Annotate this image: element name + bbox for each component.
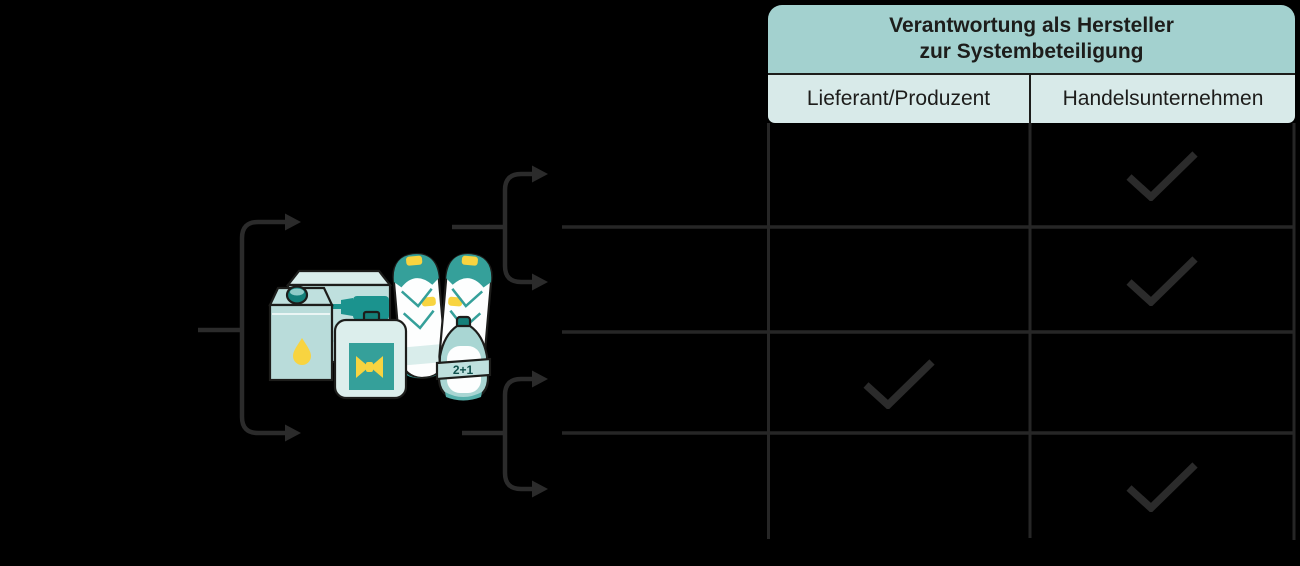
arrowhead-icon [532, 273, 548, 291]
heel-tab [406, 255, 423, 266]
lace-patch [448, 296, 463, 307]
arrowhead-icon [532, 480, 548, 498]
matrix-cell [1032, 124, 1292, 226]
header-title-line1: Verantwortung als Hersteller [889, 14, 1174, 37]
carton-cap-highlight [290, 288, 304, 296]
checkmark-icon [1126, 256, 1198, 306]
promo-bottle: 2+1 [435, 315, 492, 401]
heel-tab [461, 255, 478, 266]
table-grid [562, 123, 1296, 540]
toe-panel [401, 344, 445, 366]
arrowhead-icons [285, 165, 548, 498]
arrowhead-icon [285, 424, 301, 442]
bottle-badge-text: 2+1 [453, 363, 474, 377]
checkmark-icon [863, 359, 935, 409]
matrix-cell [1032, 435, 1292, 537]
laces [400, 288, 435, 330]
branch-arrows [198, 165, 548, 498]
branch-level2-upper [452, 171, 533, 285]
matrix-cell [769, 435, 1029, 537]
pouch-bag [333, 310, 408, 400]
arrowhead-icon [532, 370, 548, 388]
column-header-lieferant: Lieferant/Produzent [768, 75, 1031, 123]
matrix-cell [1032, 229, 1292, 331]
checkmark-icon [1126, 151, 1198, 201]
branch-level1 [198, 219, 286, 436]
matrix-cell [1032, 334, 1292, 432]
matrix-cell [769, 124, 1029, 226]
matrix-cell [769, 334, 1029, 432]
arrowhead-icon [285, 213, 301, 231]
lace-patch [421, 296, 436, 307]
bottle-band [435, 357, 492, 381]
drop-icon [293, 338, 311, 365]
checkmark-icon [1126, 462, 1198, 512]
bottle-base [445, 392, 482, 401]
sneaker-collar [393, 254, 439, 288]
table-header-title: Verantwortung als Hersteller zur Systemb… [768, 5, 1295, 75]
column-header-handelsunternehmen: Handelsunternehmen [1031, 75, 1295, 123]
products-illustration: 2+1 [268, 252, 493, 401]
beverage-carton [268, 285, 334, 382]
matrix-cell [769, 229, 1029, 331]
branch-level2-lower [462, 376, 533, 492]
farfalle-icon [356, 356, 383, 378]
header-title-line2: zur Systembeteiligung [919, 40, 1144, 63]
table-header: Verantwortung als Hersteller zur Systemb… [768, 5, 1295, 123]
arrowhead-icon [532, 165, 548, 183]
sneaker-collar [446, 254, 492, 288]
column-headers: Lieferant/Produzent Handelsunternehmen [768, 75, 1295, 123]
